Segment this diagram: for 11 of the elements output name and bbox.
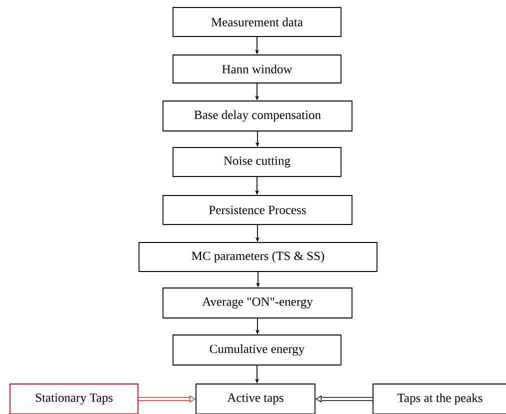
process-box: Average "ON"-energy xyxy=(162,288,352,318)
process-box: Active taps xyxy=(196,384,316,414)
process-box: Stationary Taps xyxy=(10,384,138,414)
process-box: Hann window xyxy=(172,54,342,84)
process-box: Noise cutting xyxy=(172,147,342,177)
process-box: Measurement data xyxy=(172,7,342,37)
process-box: Base delay compensation xyxy=(162,100,352,132)
process-box: MC parameters (TS & SS) xyxy=(138,242,378,272)
process-box: Persistence Process xyxy=(162,195,352,225)
process-box: Taps at the peaks xyxy=(372,384,506,414)
process-box: Cumulative energy xyxy=(172,334,342,366)
